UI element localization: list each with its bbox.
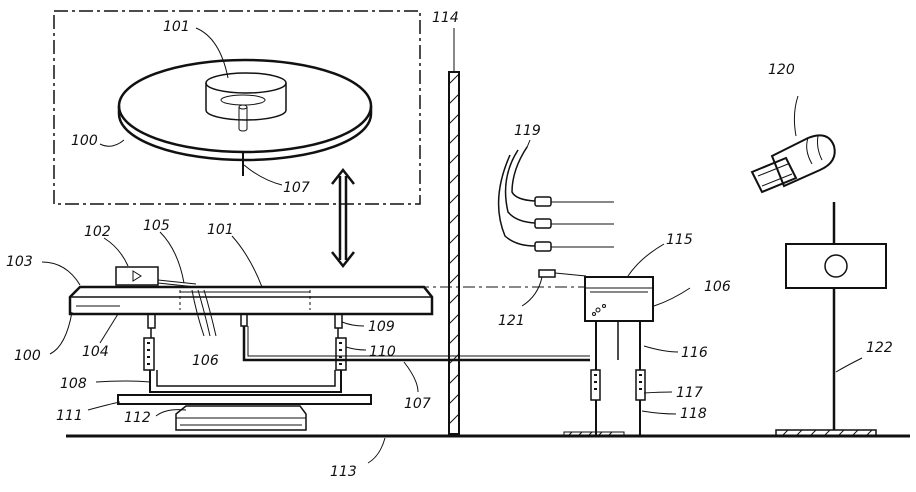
disc-top [119, 60, 371, 152]
leader-104 [100, 314, 118, 343]
leader-102 [104, 238, 128, 266]
floor-113: 113 [66, 436, 910, 480]
label-120: 120 [768, 62, 795, 78]
detail-inset: 101 100 107 [54, 11, 420, 204]
label-101b: 101 [207, 222, 234, 238]
cables-119: 119 [499, 123, 614, 251]
leader-110 [346, 347, 366, 350]
label-107b: 107 [404, 396, 431, 412]
wall-114: 114 [432, 10, 459, 434]
leader-101b [232, 236, 262, 287]
leader-109 [342, 322, 364, 326]
leader-100a [100, 140, 124, 146]
label-106b: 106 [704, 279, 731, 295]
pin [239, 107, 247, 131]
leader-107a [244, 165, 282, 185]
leader-103 [42, 262, 80, 285]
sensor-121: 121 [498, 270, 586, 329]
connector [535, 197, 551, 251]
label-106a: 106 [192, 353, 219, 369]
inset-frame [54, 11, 420, 204]
label-109: 109 [368, 319, 395, 335]
leader-105 [160, 232, 184, 283]
label-108: 108 [60, 376, 87, 392]
double-arrow [332, 170, 354, 266]
label-118: 118 [680, 406, 707, 422]
leader-107b [404, 362, 418, 392]
label-111: 111 [56, 408, 83, 424]
frame-108 [150, 370, 341, 392]
controller-102 [116, 267, 158, 285]
label-103: 103 [6, 254, 33, 270]
label-115: 115 [666, 232, 693, 248]
pipe-107 [244, 326, 590, 360]
label-122: 122 [866, 340, 893, 356]
label-105: 105 [143, 218, 170, 234]
hub-inner-ring [221, 95, 265, 105]
pin-top [239, 105, 247, 109]
leader-101a [196, 28, 228, 78]
label-110: 110 [369, 344, 396, 360]
label-101a: 101 [163, 19, 190, 35]
table-top [70, 287, 432, 314]
stand-122: 122 [776, 202, 893, 436]
label-104: 104 [82, 344, 109, 360]
label-100a: 100 [71, 133, 98, 149]
label-102: 102 [84, 224, 111, 240]
label-116: 116 [681, 345, 708, 361]
label-100b: 100 [14, 348, 41, 364]
label-117: 117 [676, 385, 703, 401]
label-112: 112 [124, 410, 151, 426]
label-119: 119 [514, 123, 541, 139]
label-113: 113 [330, 464, 357, 480]
label-107a: 107 [283, 180, 310, 196]
hub-top [206, 73, 286, 93]
leader-111 [88, 402, 120, 410]
leader-108 [96, 381, 150, 382]
table-disc [180, 290, 310, 310]
projector-box [786, 244, 886, 288]
hub-side [206, 83, 286, 120]
leader-100b [50, 312, 72, 354]
tank-assembly: 115 106 116 117 118 [564, 232, 731, 436]
label-114: 114 [432, 10, 459, 26]
label-121: 121 [498, 313, 525, 329]
plate-111 [118, 395, 371, 404]
camera-120: 120 [752, 62, 835, 192]
